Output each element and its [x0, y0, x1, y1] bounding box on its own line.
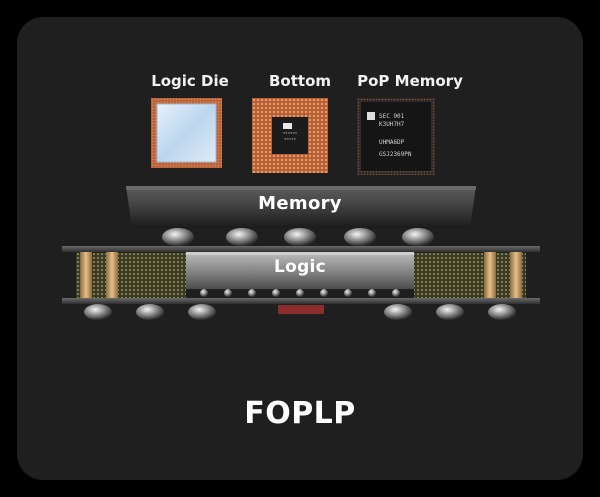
bottom-package-image: ▪▪▪▪▪▪ ▪▪▪▪▪ — [252, 98, 328, 173]
svg-text:▪▪▪▪▪▪: ▪▪▪▪▪▪ — [283, 130, 297, 135]
pop-memory-label: PoP Memory — [357, 72, 463, 90]
marking-line-2: K3UH7H7 — [379, 121, 405, 128]
marking-line-1: SEC 901 — [379, 113, 405, 120]
logic-die-image — [151, 98, 222, 168]
marking-line-3: UHMA6DP — [379, 139, 405, 146]
logic-die-label: Logic Die — [151, 72, 229, 90]
bottom-label: Bottom — [268, 72, 331, 90]
svg-text:▪▪▪▪▪: ▪▪▪▪▪ — [284, 136, 296, 141]
marking-line-4: GSJ2369PN — [379, 151, 412, 158]
logic-layer-label: Logic — [273, 257, 327, 277]
memory-layer-label: Memory — [258, 193, 342, 214]
package-stack-diagram — [62, 186, 540, 320]
pop-memory-image: SEC 901 K3UH7H7 UHMA6DP GSJ2369PN — [357, 98, 435, 175]
diagram-title: FOPLP — [244, 396, 356, 431]
